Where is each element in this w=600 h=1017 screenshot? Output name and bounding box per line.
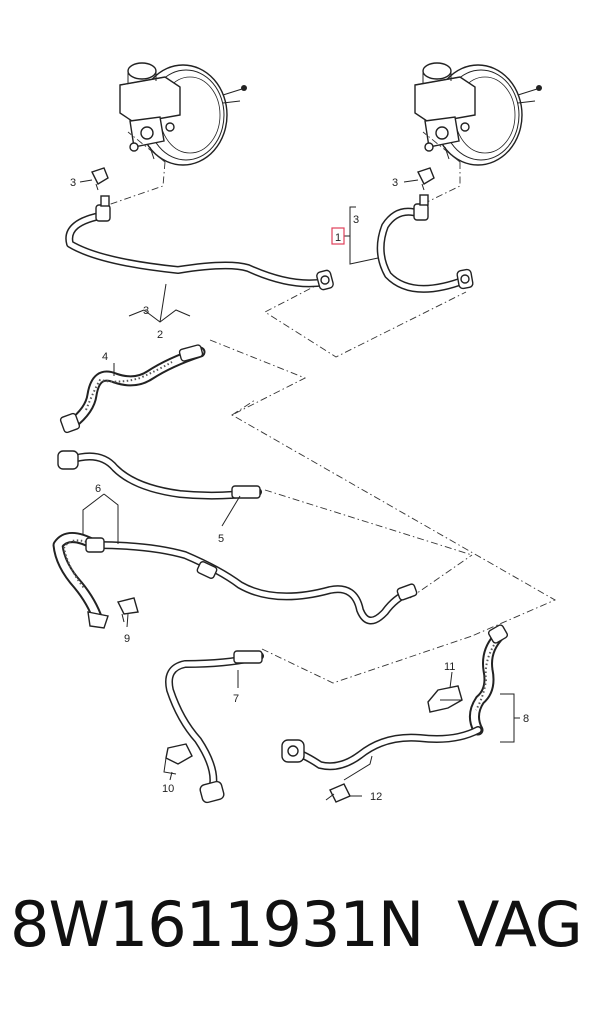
brake-vacuum-hose-diagram: 3 3 1 3 3 2 4 6 5 9 11 8 7 10 12 [52, 62, 557, 804]
callout-6: 6 [95, 483, 101, 495]
clip-part-3-right [417, 167, 435, 191]
clip-part-3-left [91, 167, 109, 191]
callout-3-left: 3 [70, 177, 76, 189]
callout-7: 7 [233, 693, 239, 705]
brake-booster-left [119, 62, 248, 166]
bracket-part-11 [427, 685, 463, 713]
callout-9: 9 [124, 633, 130, 645]
brand: VAG [457, 888, 583, 961]
callout-labels: 3 3 1 3 3 2 4 6 5 9 11 8 7 10 12 [70, 177, 529, 803]
clip-part-12 [325, 783, 351, 803]
highlight-box-part-1 [331, 227, 345, 245]
brake-booster-right [414, 62, 543, 166]
caption: 8W1611931N VAG [0, 888, 600, 988]
hose-part-4 [59, 344, 206, 434]
callout-5: 5 [218, 533, 224, 545]
callout-leaders [79, 179, 520, 797]
part-number: 8W1611931N [10, 888, 424, 961]
hose-part-2 [65, 195, 334, 291]
hose-part-5 [57, 450, 262, 500]
bracket-part-10 [163, 743, 193, 775]
hose-part-7 [165, 650, 264, 804]
hose-part-1 [376, 194, 474, 293]
callout-11: 11 [444, 661, 455, 673]
hose-part-8 [281, 624, 509, 771]
callout-4: 4 [102, 351, 108, 363]
callout-1: 1 [335, 232, 341, 244]
callout-2: 2 [157, 329, 163, 341]
hose-part-6 [52, 532, 418, 629]
callout-3-lower: 3 [143, 305, 149, 317]
callout-12: 12 [370, 791, 382, 803]
callout-8: 8 [523, 713, 529, 725]
callout-10: 10 [162, 783, 174, 795]
callout-3-right: 3 [392, 177, 398, 189]
callout-3-bracket: 3 [353, 214, 359, 226]
clip-part-9 [116, 597, 139, 623]
leader-lines [107, 131, 557, 684]
